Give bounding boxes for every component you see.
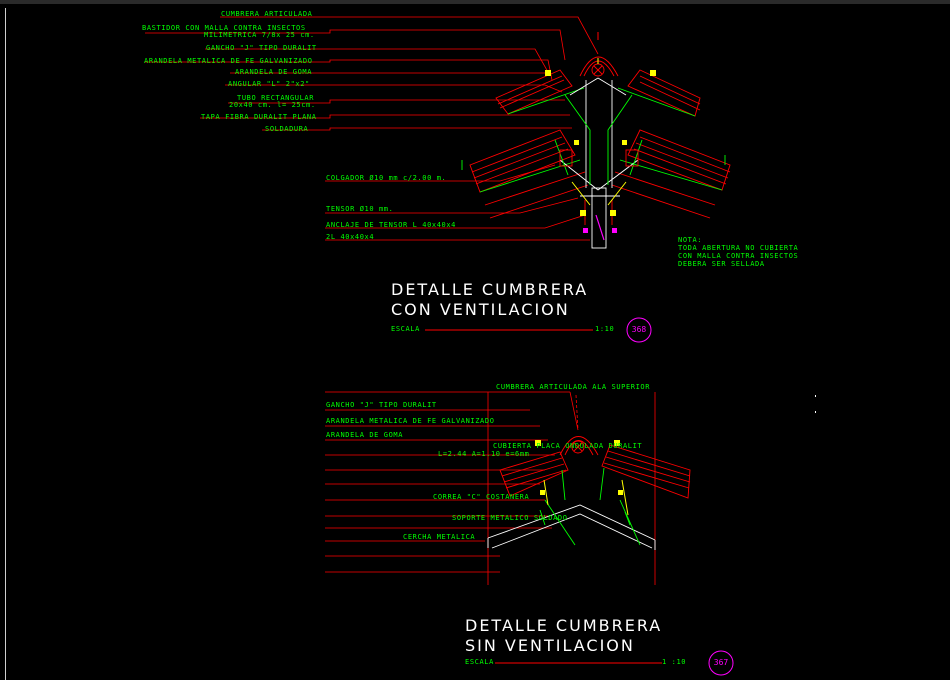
note-line: NOTA: bbox=[678, 236, 703, 244]
detail-1-title-line-1: DETALLE CUMBRERA bbox=[391, 280, 589, 299]
label-colgador: COLGADOR Ø10 mm c/2.00 m. bbox=[326, 174, 447, 182]
note-line: TODA ABERTURA NO CUBIERTA bbox=[678, 244, 799, 252]
label-medidas: L=2.44 A=1.10 e=6mm bbox=[438, 450, 530, 458]
label-arandela-fe: ARANDELA METALICA DE FE GALVANIZADO bbox=[144, 57, 313, 65]
label-gancho: GANCHO "J" TIPO DURALIT bbox=[206, 44, 317, 52]
label-gancho-2: GANCHO "J" TIPO DURALIT bbox=[326, 401, 437, 409]
note-line: CON MALLA CONTRA INSECTOS bbox=[678, 252, 799, 260]
viewport-top-edge bbox=[0, 0, 950, 4]
label-2l: 2L 40x40x4 bbox=[326, 233, 375, 241]
detail-2-escala-label: ESCALA bbox=[465, 658, 494, 666]
label-anclaje: ANCLAJE DE TENSOR L 40x40x4 bbox=[326, 221, 456, 229]
label-cumbrera-ala-superior: CUMBRERA ARTICULADA ALA SUPERIOR bbox=[496, 383, 651, 391]
label-arandela-fe-2: ARANDELA METALICA DE FE GALVANIZADO bbox=[326, 417, 495, 425]
detail-1-hardware bbox=[545, 32, 656, 241]
detail-2-escala-value: 1 :10 bbox=[662, 658, 687, 666]
label-cumbrera-articulada: CUMBRERA ARTICULADA bbox=[221, 10, 313, 18]
detail-1-number: 368 bbox=[631, 325, 647, 334]
detail-1-escala-label: ESCALA bbox=[391, 325, 420, 333]
detail-1-escala-value: 1:10 bbox=[595, 325, 615, 333]
label-cubierta: CUBIERTA PLACA ONDULADA DURALIT bbox=[493, 442, 643, 450]
label-tapa: TAPA FIBRA DURALIT PLANA bbox=[201, 113, 317, 121]
detail-2-number: 367 bbox=[713, 658, 729, 667]
detail-1-number-circle bbox=[626, 317, 652, 343]
detail-1-title-line-2: CON VENTILACION bbox=[391, 300, 570, 319]
detail-2-leaders bbox=[325, 391, 656, 585]
label-soldadura: SOLDADURA bbox=[265, 125, 309, 133]
detail-2-title-line-2: SIN VENTILACION bbox=[465, 636, 635, 655]
label-tubo-line-1: TUBO RECTANGULAR bbox=[237, 94, 315, 102]
label-tensor: TENSOR Ø10 mm. bbox=[326, 205, 394, 213]
label-tubo-line-2: 20x40 cm. l= 25cm. bbox=[229, 101, 316, 109]
label-soporte: SOPORTE METALICO SOLDADO bbox=[452, 514, 568, 522]
label-correa: CORREA "C" COSTANERA bbox=[433, 493, 530, 501]
label-angular: ANGULAR "L" 2"x2" bbox=[228, 80, 310, 88]
detail-2-roof-section bbox=[487, 436, 691, 550]
label-arandela-goma: ARANDELA DE GOMA bbox=[235, 68, 313, 76]
label-arandela-goma-2: ARANDELA DE GOMA bbox=[326, 431, 404, 439]
label-cercha: CERCHA METALICA bbox=[403, 533, 476, 541]
detail-1-roof-section bbox=[461, 56, 731, 249]
label-bastidor-line-1: BASTIDOR CON MALLA CONTRA INSECTOS bbox=[142, 24, 306, 32]
detail-2-hardware bbox=[535, 440, 629, 516]
detail-2-number-circle bbox=[708, 650, 734, 676]
detail-2-title-line-1: DETALLE CUMBRERA bbox=[465, 616, 663, 635]
label-bastidor-line-2: MILIMETRICA 7/8x 25 cm. bbox=[204, 31, 315, 39]
detail-1-leaders bbox=[145, 16, 599, 241]
stray-mark bbox=[815, 395, 816, 397]
stray-mark bbox=[815, 411, 816, 413]
note-line: DEBERA SER SELLADA bbox=[678, 260, 765, 268]
